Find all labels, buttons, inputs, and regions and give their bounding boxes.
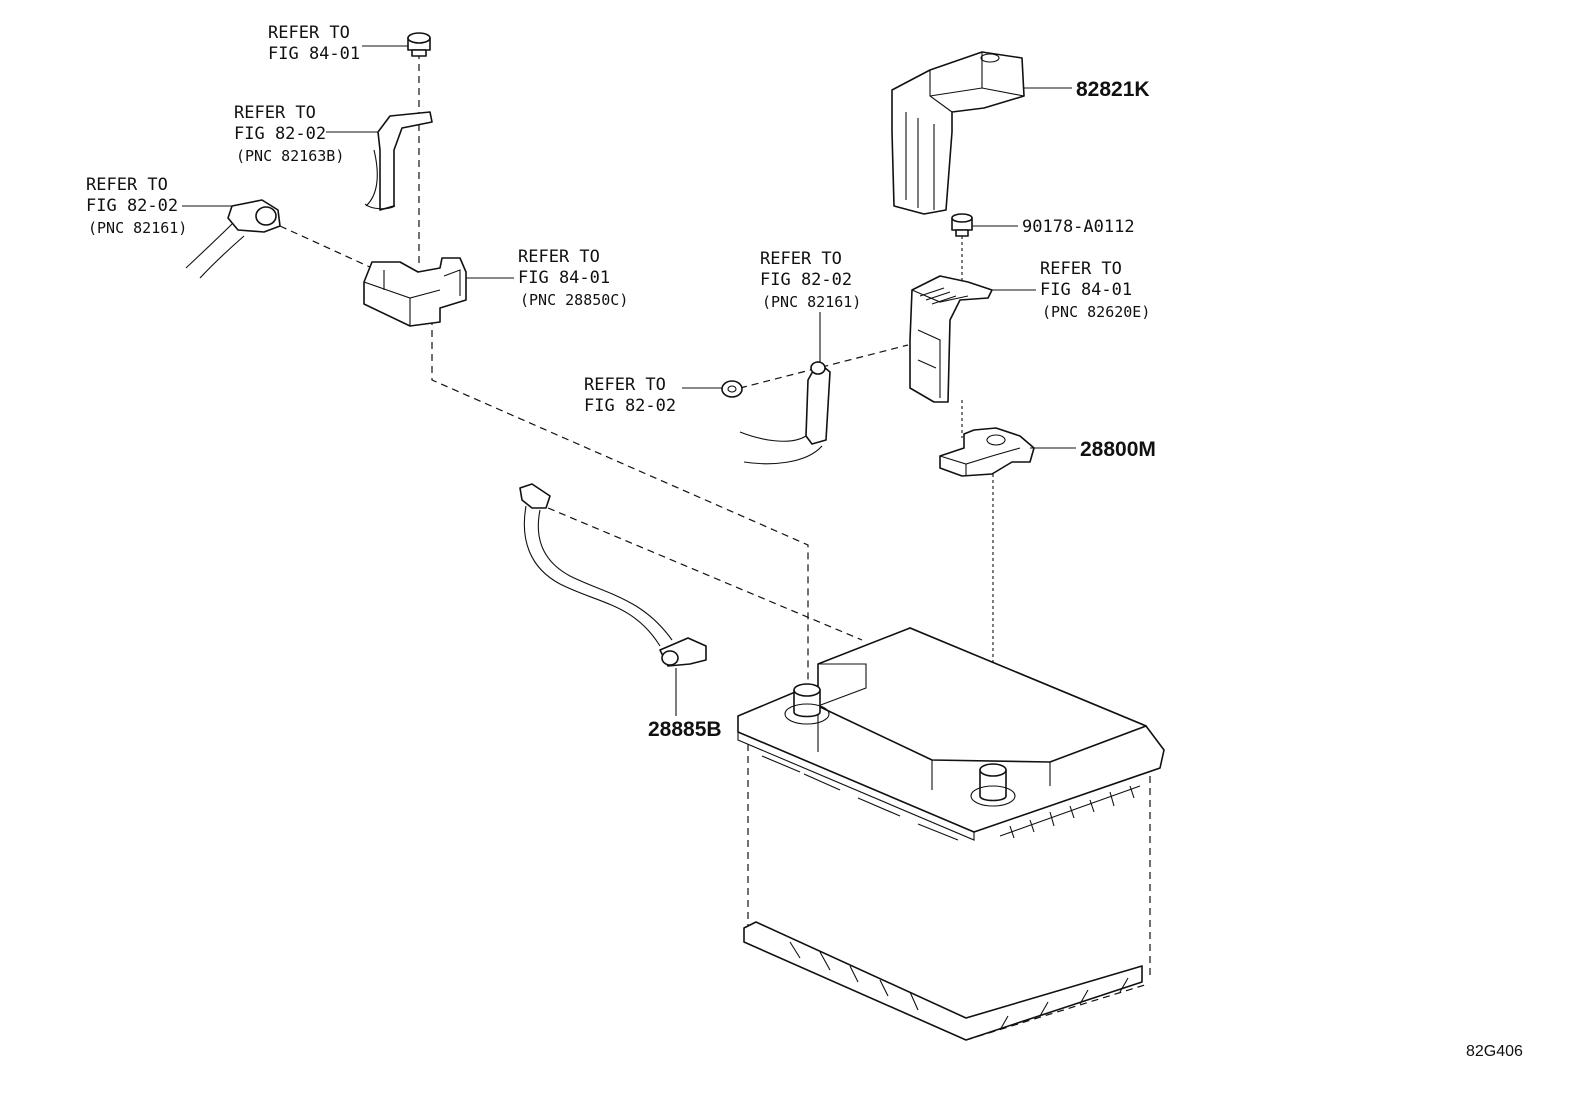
- callout-pnc: (PNC 82161): [762, 293, 861, 311]
- callout-line: REFER TO: [760, 249, 842, 269]
- callout-pnc: (PNC 82161): [88, 219, 187, 237]
- sensor-cable: [519, 483, 707, 667]
- callout-bracket: REFER TO FIG 82-02 (PNC 82163B): [234, 103, 344, 165]
- callout-line: REFER TO: [268, 23, 350, 43]
- callout-line: FIG 84-01: [518, 268, 610, 288]
- part-number-clamp: 28800M: [1080, 438, 1156, 461]
- callout-cable-center: REFER TO FIG 82-02 (PNC 82161): [760, 249, 861, 311]
- callout-nut-center: REFER TO FIG 82-02: [584, 375, 676, 416]
- callout-line: FIG 82-02: [86, 196, 178, 216]
- callout-bolt-top: REFER TO FIG 84-01: [268, 23, 360, 64]
- callout-line: REFER TO: [1040, 259, 1122, 279]
- flange-bolt-top: [407, 32, 431, 57]
- callout-pnc: (PNC 28850C): [520, 291, 628, 309]
- callout-fusible-link: REFER TO FIG 84-01 (PNC 82620E): [1040, 259, 1150, 321]
- assembly-lines: [279, 52, 994, 766]
- callout-line: REFER TO: [518, 247, 600, 267]
- callout-line: REFER TO: [584, 375, 666, 395]
- part-number-bolt: 90178-A0112: [1022, 217, 1135, 237]
- positive-terminal: [363, 257, 467, 327]
- flange-bolt: [951, 213, 973, 237]
- callout-line: FIG 84-01: [268, 44, 360, 64]
- callout-cable-left: REFER TO FIG 82-02 (PNC 82161): [86, 175, 187, 237]
- terminal-cover: [891, 51, 1025, 215]
- figure-code: 82G406: [1466, 1043, 1523, 1060]
- callout-line: FIG 82-02: [584, 396, 676, 416]
- fusible-link-block: [909, 275, 993, 403]
- callout-terminal-left: REFER TO FIG 84-01 (PNC 28850C): [518, 247, 628, 309]
- callout-line: FIG 82-02: [760, 270, 852, 290]
- part-number-cover: 82821K: [1076, 78, 1150, 101]
- cable-bracket: [364, 111, 433, 211]
- leader-lines: [182, 45, 1076, 716]
- battery-cable-center: [739, 361, 831, 465]
- battery-cable-left: [185, 199, 281, 279]
- callout-pnc: (PNC 82163B): [236, 147, 344, 165]
- negative-terminal-clamp: [939, 427, 1035, 477]
- callout-pnc: (PNC 82620E): [1042, 303, 1150, 321]
- nut-center: [721, 380, 743, 398]
- part-number-sensor-cable: 28885B: [648, 718, 722, 741]
- callout-line: REFER TO: [86, 175, 168, 195]
- battery: [737, 627, 1165, 1041]
- callout-line: FIG 84-01: [1040, 280, 1132, 300]
- callout-line: REFER TO: [234, 103, 316, 123]
- callout-line: FIG 82-02: [234, 124, 326, 144]
